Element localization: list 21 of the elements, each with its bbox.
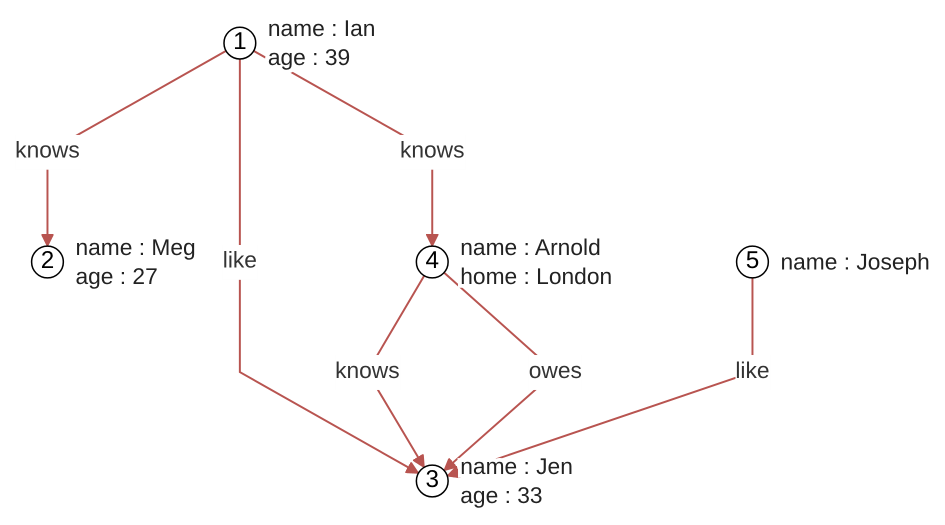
arrow: [238, 58, 420, 474]
property-label: age : 39: [268, 44, 350, 70]
edge-label: knows: [400, 138, 465, 164]
property-label: age : 27: [76, 263, 158, 290]
circle-node: 2: [30, 245, 64, 279]
circle-node: 4: [416, 245, 449, 279]
property-label: name : Arnold: [460, 234, 601, 260]
property-label: age : 33: [460, 482, 543, 508]
circle-node: 3: [416, 464, 449, 498]
property-label: name : Joseph: [780, 248, 930, 275]
edge-label: owes: [528, 358, 582, 384]
edge-label: like: [222, 248, 257, 274]
edge-label: knows: [335, 358, 400, 384]
circle-node: 5: [736, 245, 770, 279]
arrow: [446, 278, 754, 478]
property-label: name : Ian: [268, 15, 376, 42]
circle-node: 1: [223, 26, 256, 60]
property-label: name : Meg: [76, 234, 196, 260]
edge-label: like: [735, 358, 770, 384]
property-label: home : London: [460, 263, 612, 290]
edge-label: knows: [15, 138, 80, 164]
